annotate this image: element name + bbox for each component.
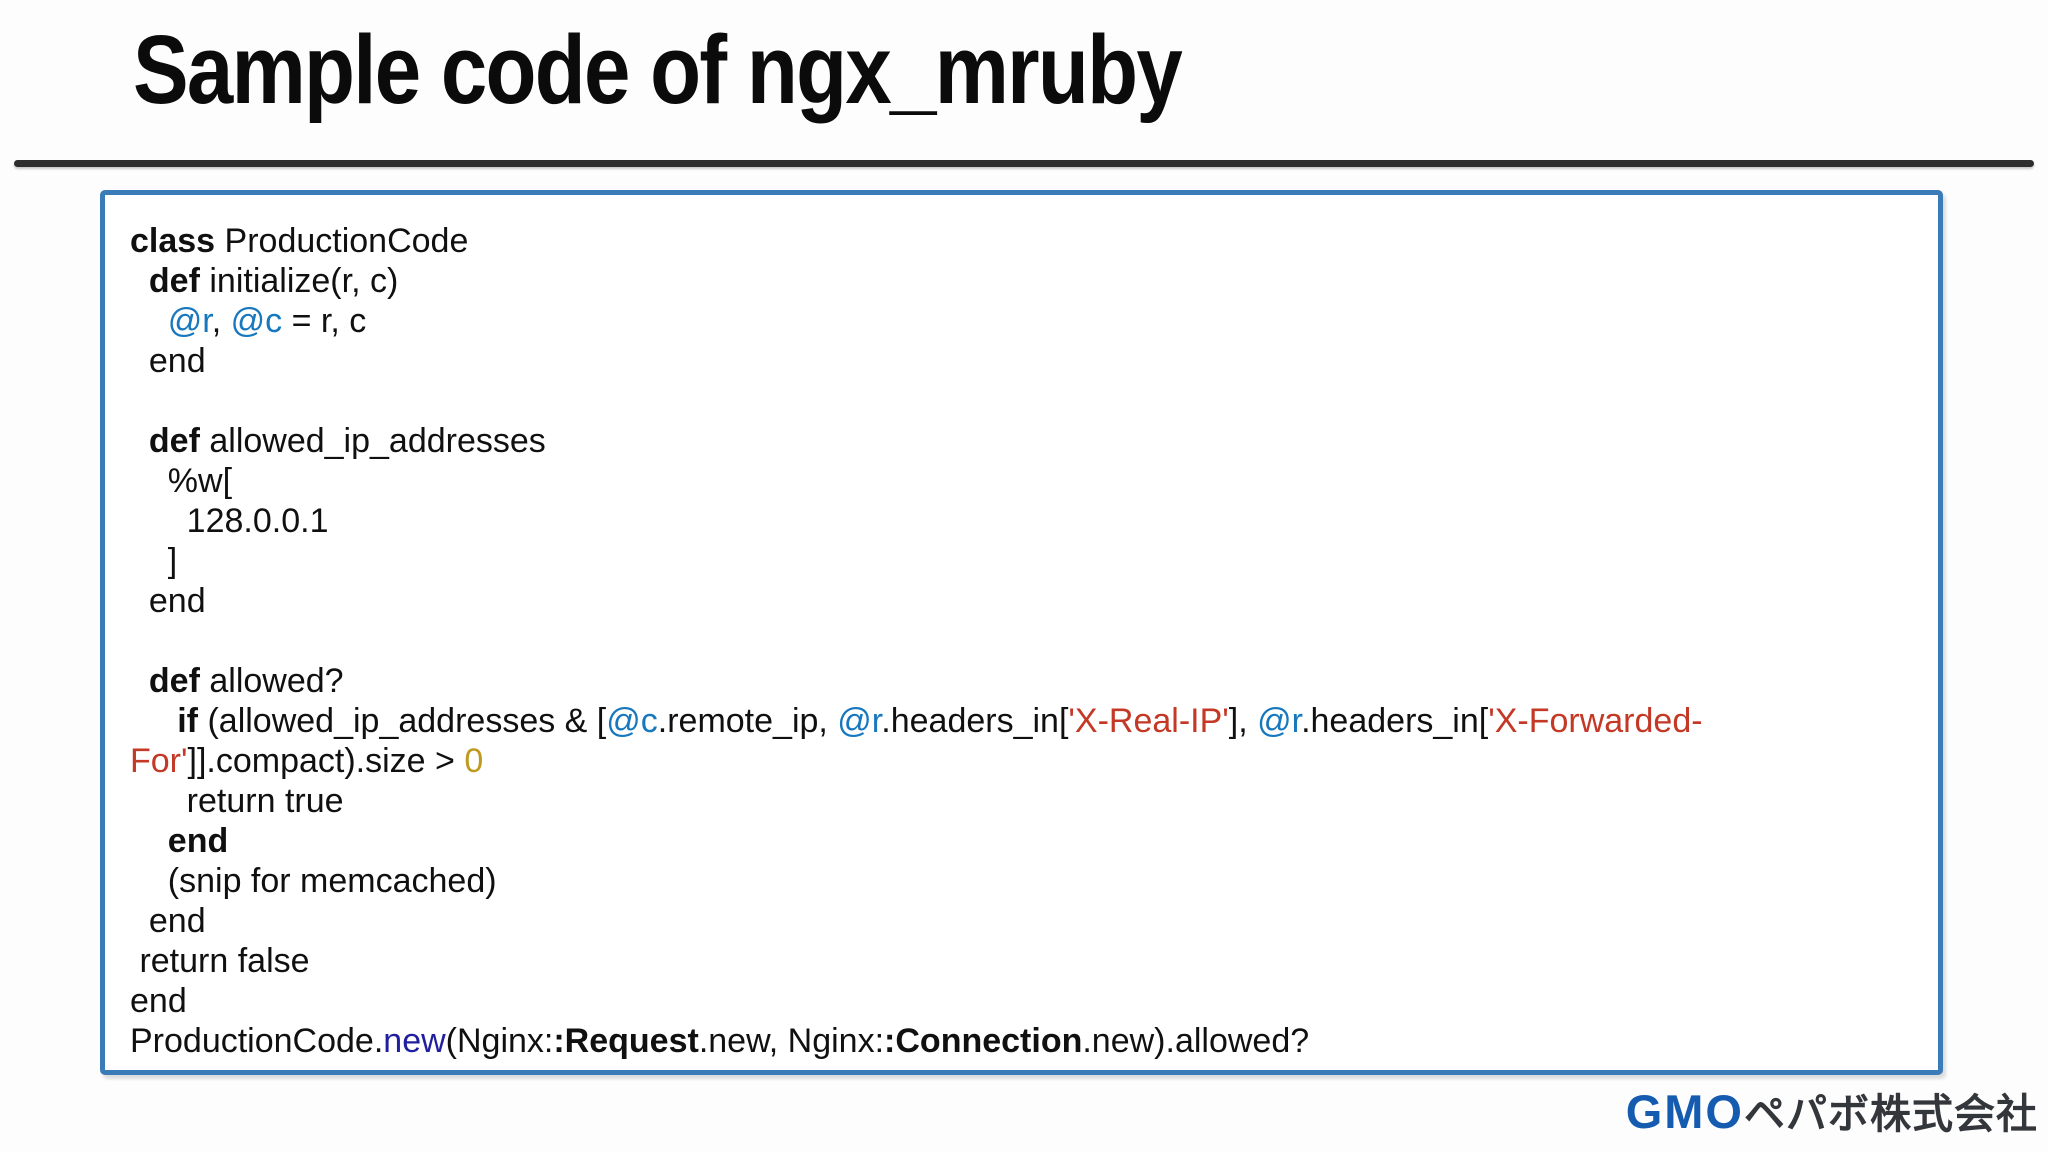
code-token-ivar: @r: [167, 302, 212, 340]
code-line: end: [130, 981, 1928, 1021]
code-token-plain: .remote_ip,: [657, 702, 838, 740]
code-line: return true: [130, 781, 1928, 821]
code-line: 128.0.0.1: [130, 501, 1928, 541]
code-line: (snip for memcached): [130, 861, 1928, 901]
code-token-keyword: end: [167, 822, 229, 860]
code-token-plain: end: [130, 982, 187, 1020]
code-token-keyword: :Connection: [884, 1022, 1083, 1060]
gmo-logo-text: GMO: [1625, 1085, 1744, 1138]
code-token-plain: .new).allowed?: [1082, 1022, 1310, 1060]
code-token-keyword: class: [130, 222, 216, 260]
code-token-plain: (snip for memcached): [130, 862, 497, 900]
company-logo: GMOペパボ株式会社: [1626, 1084, 2038, 1152]
code-line: end: [130, 821, 1928, 861]
code-token-string: For': [130, 742, 188, 780]
code-token-ivar: @r: [1257, 702, 1302, 740]
code-token-keyword: def: [148, 262, 200, 300]
code-line: if (allowed_ip_addresses & [@c.remote_ip…: [130, 701, 1928, 741]
code-token-keyword: def: [148, 662, 200, 700]
code-token-plain: [130, 702, 177, 740]
code-token-plain: [130, 302, 168, 340]
code-line: def allowed_ip_addresses: [130, 421, 1928, 461]
code-token-ivar: @c: [606, 702, 658, 740]
code-token-plain: ProductionCode: [215, 222, 469, 260]
code-line: [130, 381, 1928, 421]
code-token-keyword: :Request: [553, 1022, 699, 1060]
code-line: end: [130, 901, 1928, 941]
code-line: ]: [130, 541, 1928, 581]
code-token-plain: allowed_ip_addresses: [199, 422, 546, 460]
code-line: end: [130, 581, 1928, 621]
code-line: class ProductionCode: [130, 221, 1928, 261]
title-divider: [14, 160, 2034, 167]
code-token-plain: .headers_in[: [1301, 702, 1489, 740]
code-token-plain: .new, Nginx:: [698, 1022, 885, 1060]
code-token-plain: (allowed_ip_addresses & [: [198, 702, 607, 740]
code-token-keyword: if: [177, 702, 199, 740]
code-token-string: 'X-Real-IP': [1068, 702, 1229, 740]
code-line: end: [130, 341, 1928, 381]
code-token-plain: [130, 422, 149, 460]
code-token-plain: %w[: [130, 462, 233, 500]
code-token-plain: [130, 822, 168, 860]
code-token-plain: initialize(r, c): [199, 262, 399, 300]
code-token-plain: ]].compact).size >: [187, 742, 465, 780]
code-token-plain: 128.0.0.1: [130, 502, 329, 540]
code-line: ProductionCode.new(Nginx::Request.new, N…: [130, 1021, 1928, 1061]
code-line: def initialize(r, c): [130, 261, 1928, 301]
code-line: For']].compact).size > 0: [130, 741, 1928, 781]
code-token-number: 0: [464, 742, 484, 780]
code-token-plain: ,: [211, 302, 231, 340]
code-line: return false: [130, 941, 1928, 981]
code-token-plain: end: [130, 582, 206, 620]
code-line: @r, @c = r, c: [130, 301, 1928, 341]
code-token-plain: allowed?: [199, 662, 344, 700]
code-token-plain: return true: [130, 782, 344, 820]
page-title: Sample code of ngx_mruby: [133, 15, 1183, 124]
code-token-method: new: [383, 1022, 446, 1060]
code-token-plain: .headers_in[: [881, 702, 1069, 740]
company-name-text: ペパボ株式会社: [1744, 1091, 2038, 1137]
code-line: [130, 621, 1928, 661]
code-token-plain: (Nginx:: [445, 1022, 554, 1060]
code-token-keyword: def: [148, 422, 200, 460]
code-token-ivar: @c: [230, 302, 283, 340]
code-token-plain: = r, c: [282, 302, 367, 340]
code-token-plain: ProductionCode.: [130, 1022, 384, 1060]
code-token-plain: end: [130, 342, 206, 380]
code-token-ivar: @r: [837, 702, 882, 740]
code-token-plain: [130, 662, 149, 700]
code-token-plain: return false: [130, 942, 310, 980]
code-token-plain: ],: [1228, 702, 1258, 740]
code-line: %w[: [130, 461, 1928, 501]
code-token-plain: end: [130, 902, 206, 940]
code-line: def allowed?: [130, 661, 1928, 701]
code-token-string: 'X-Forwarded-: [1488, 702, 1703, 740]
code-token-plain: ]: [130, 542, 178, 580]
code-token-plain: [130, 262, 149, 300]
code-block: class ProductionCode def initialize(r, c…: [100, 190, 1943, 1075]
